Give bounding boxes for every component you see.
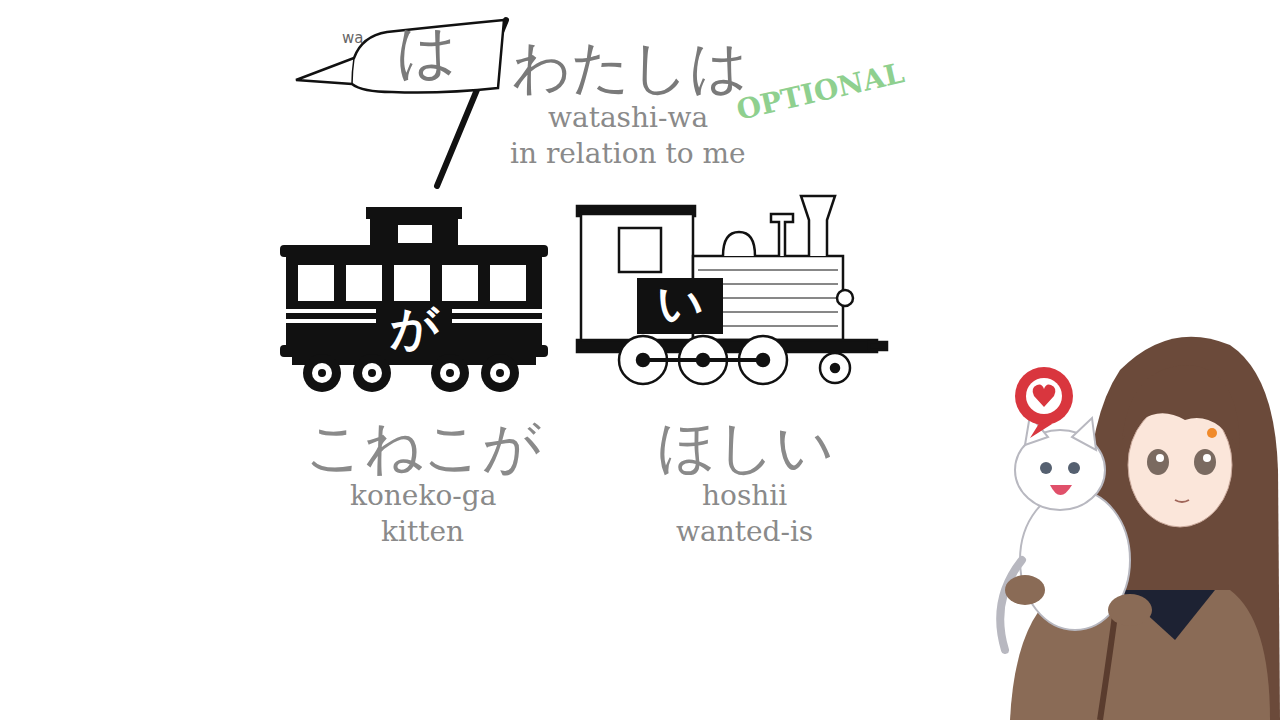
text-slot: は (396, 18, 457, 84)
optional-stamp: OPTIONAL (734, 57, 908, 127)
japanese-word: こねこが (305, 414, 541, 481)
caboose-shape (278, 205, 550, 395)
romaji: watashi-wa (548, 102, 708, 134)
train-car: が (278, 205, 550, 395)
locomotive: い (573, 192, 891, 388)
girl-with-cat (1000, 337, 1280, 720)
particle-kana: が (390, 301, 439, 354)
particle-kana: は (396, 18, 457, 84)
text-slot: が (390, 301, 439, 354)
translation: wanted-is (676, 516, 813, 548)
romaji: koneko-ga (350, 480, 496, 512)
text-slot: い (657, 278, 704, 329)
label-box: OPTIONAL (734, 57, 908, 127)
label-box: kitten (381, 516, 464, 548)
romaji: hoshii (702, 480, 787, 512)
translation: kitten (381, 516, 464, 548)
locomotive-shape (573, 192, 891, 388)
translation: in relation to me (510, 138, 746, 170)
japanese-word: ほしい (657, 414, 834, 481)
label-box: こねこが (305, 414, 541, 481)
label-box: hoshii (702, 480, 787, 512)
label-box: wanted-is (676, 516, 813, 548)
text-slot: wa (342, 28, 363, 47)
label-box: watashi-wa (548, 102, 708, 134)
particle-romaji: wa (342, 30, 363, 47)
heart-bubble (1015, 367, 1073, 438)
japanese-word: わたしは (512, 34, 748, 101)
ending-kana: い (657, 278, 704, 329)
label-box: koneko-ga (350, 480, 496, 512)
label-box: わたしは (512, 34, 748, 101)
label-box: ほしい (657, 414, 834, 481)
flag: wa は (292, 14, 507, 106)
label-box: in relation to me (510, 138, 746, 170)
